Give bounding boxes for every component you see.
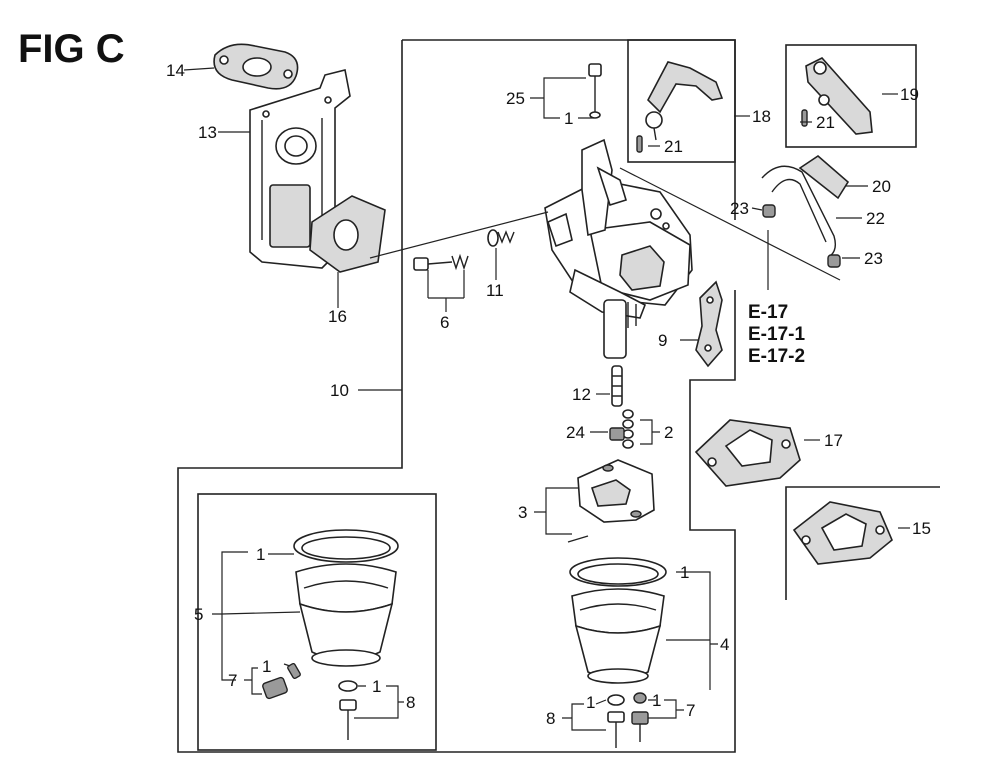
callout-23-upper: 23 <box>730 199 749 218</box>
callout-11: 11 <box>486 281 504 300</box>
gasket-box-15 <box>785 486 940 600</box>
part-12-float-valve <box>611 365 623 407</box>
part-16-gasket <box>309 195 386 273</box>
part-23-clip-upper <box>762 204 776 218</box>
part-25-screw <box>588 63 602 119</box>
callout-15: 15 <box>912 519 931 538</box>
callout-labels: 14 13 16 6 11 25 1 18 21 19 21 20 22 23 … <box>166 61 931 728</box>
callout-3: 3 <box>518 503 527 522</box>
callout-1-left-washer: 1 <box>262 657 271 676</box>
callout-20: 20 <box>872 177 891 196</box>
ref-e17-2: E-17-2 <box>748 346 805 367</box>
callout-6: 6 <box>440 313 449 332</box>
callout-18: 18 <box>752 107 771 126</box>
callout-1-right-washer: 1 <box>586 693 595 712</box>
callout-14: 14 <box>166 61 185 80</box>
part-14-gasket <box>213 43 299 90</box>
alignment-line-16 <box>369 211 549 259</box>
callout-1-right-ring: 1 <box>680 563 689 582</box>
callout-24: 24 <box>566 423 585 442</box>
part-20-tube-protector <box>798 154 850 200</box>
float-chamber-box-5 <box>197 493 437 751</box>
callout-16: 16 <box>328 307 347 326</box>
part-3-float <box>567 459 655 543</box>
part-18-choke-lever <box>636 61 724 153</box>
callout-7-right: 7 <box>686 701 695 720</box>
part-7-drain-bolt-right <box>631 692 649 742</box>
alignment-line-22 <box>619 167 841 281</box>
callout-1-right-bolt: 1 <box>652 691 661 710</box>
callout-12: 12 <box>572 385 591 404</box>
ref-e17-1: E-17-1 <box>748 324 805 345</box>
carburetor-body <box>544 138 693 359</box>
part-15-gasket <box>792 501 893 565</box>
callout-2: 2 <box>664 423 673 442</box>
part-2-pin <box>622 409 634 449</box>
callout-1-left-screw: 1 <box>372 677 381 696</box>
callout-8-right: 8 <box>546 709 555 728</box>
part-8-drain-screw-left <box>338 680 358 740</box>
part-19-choke-lever <box>801 57 873 135</box>
leader-lines <box>183 67 910 731</box>
lever-box-18 <box>627 39 736 163</box>
callout-1-left-ring: 1 <box>256 545 265 564</box>
part-4-float-chamber <box>569 557 667 684</box>
callout-23-lower: 23 <box>864 249 883 268</box>
part-23-clip-lower <box>827 254 841 268</box>
part-24-main-jet <box>609 427 625 441</box>
part-17-gasket <box>694 419 801 487</box>
callout-17: 17 <box>824 431 843 450</box>
callout-8-left: 8 <box>406 693 415 712</box>
reference-labels: E-17 E-17-1 E-17-2 <box>748 302 805 367</box>
ref-e17: E-17 <box>748 302 788 323</box>
callout-25: 25 <box>506 89 525 108</box>
callout-1-screw: 1 <box>564 109 573 128</box>
callout-5: 5 <box>194 605 203 624</box>
part-8-drain-screw-right <box>607 694 625 748</box>
callout-7-left: 7 <box>228 671 237 690</box>
callout-19: 19 <box>900 85 919 104</box>
part-9-gasket <box>695 280 723 368</box>
callout-13: 13 <box>198 123 217 142</box>
part-5-float-chamber <box>293 529 399 667</box>
callout-10: 10 <box>330 381 349 400</box>
callout-22: 22 <box>866 209 885 228</box>
callout-4: 4 <box>720 635 729 654</box>
figure-title: FIG C <box>18 27 125 71</box>
part-6-pilot-screw <box>413 253 469 271</box>
part-22-fuel-tube <box>761 165 837 257</box>
lever-box-19 <box>785 44 917 148</box>
callout-21-alt: 21 <box>816 113 835 132</box>
callout-21-choke: 21 <box>664 137 683 156</box>
part-7-drain-bolt-left <box>262 662 301 700</box>
callout-9: 9 <box>658 331 667 350</box>
part-11-jet <box>487 229 515 247</box>
